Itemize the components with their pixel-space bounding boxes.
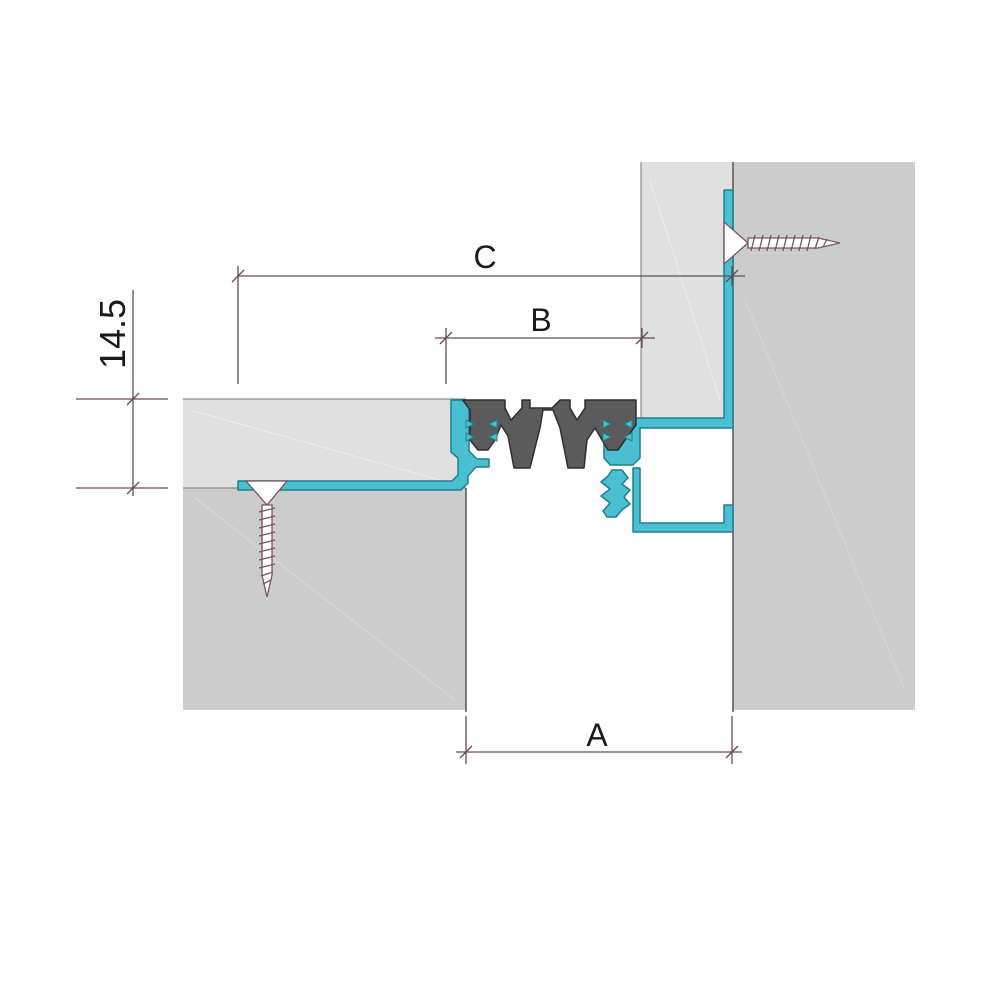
dimension-c-label: C: [473, 239, 496, 275]
left-screw-thread: [258, 507, 276, 585]
right-screw-shank: [747, 237, 841, 249]
left-finish-layer: [183, 399, 466, 488]
left-substrate: [183, 398, 467, 712]
left-screw-head: [244, 480, 289, 507]
left-screw-shank: [261, 504, 273, 598]
right-substrate: [640, 162, 915, 712]
right-wall-block: [733, 162, 915, 710]
dimension-lines: [76, 266, 745, 764]
right-screw-head: [723, 220, 749, 266]
dimension-a-label: A: [586, 717, 608, 753]
dimension-b-label: B: [530, 302, 551, 338]
screw-icon: [244, 480, 289, 598]
dimension-height-label: 14.5: [92, 299, 133, 369]
right-profile-lower-hook: [632, 467, 734, 533]
right-finish-layer: [641, 162, 733, 420]
insert-serrations: [465, 419, 633, 442]
right-profile-barbed-anchor: [600, 469, 631, 518]
rubber-insert: [462, 399, 637, 469]
screw-icon: [723, 220, 841, 266]
right-screw-thread: [750, 234, 828, 252]
